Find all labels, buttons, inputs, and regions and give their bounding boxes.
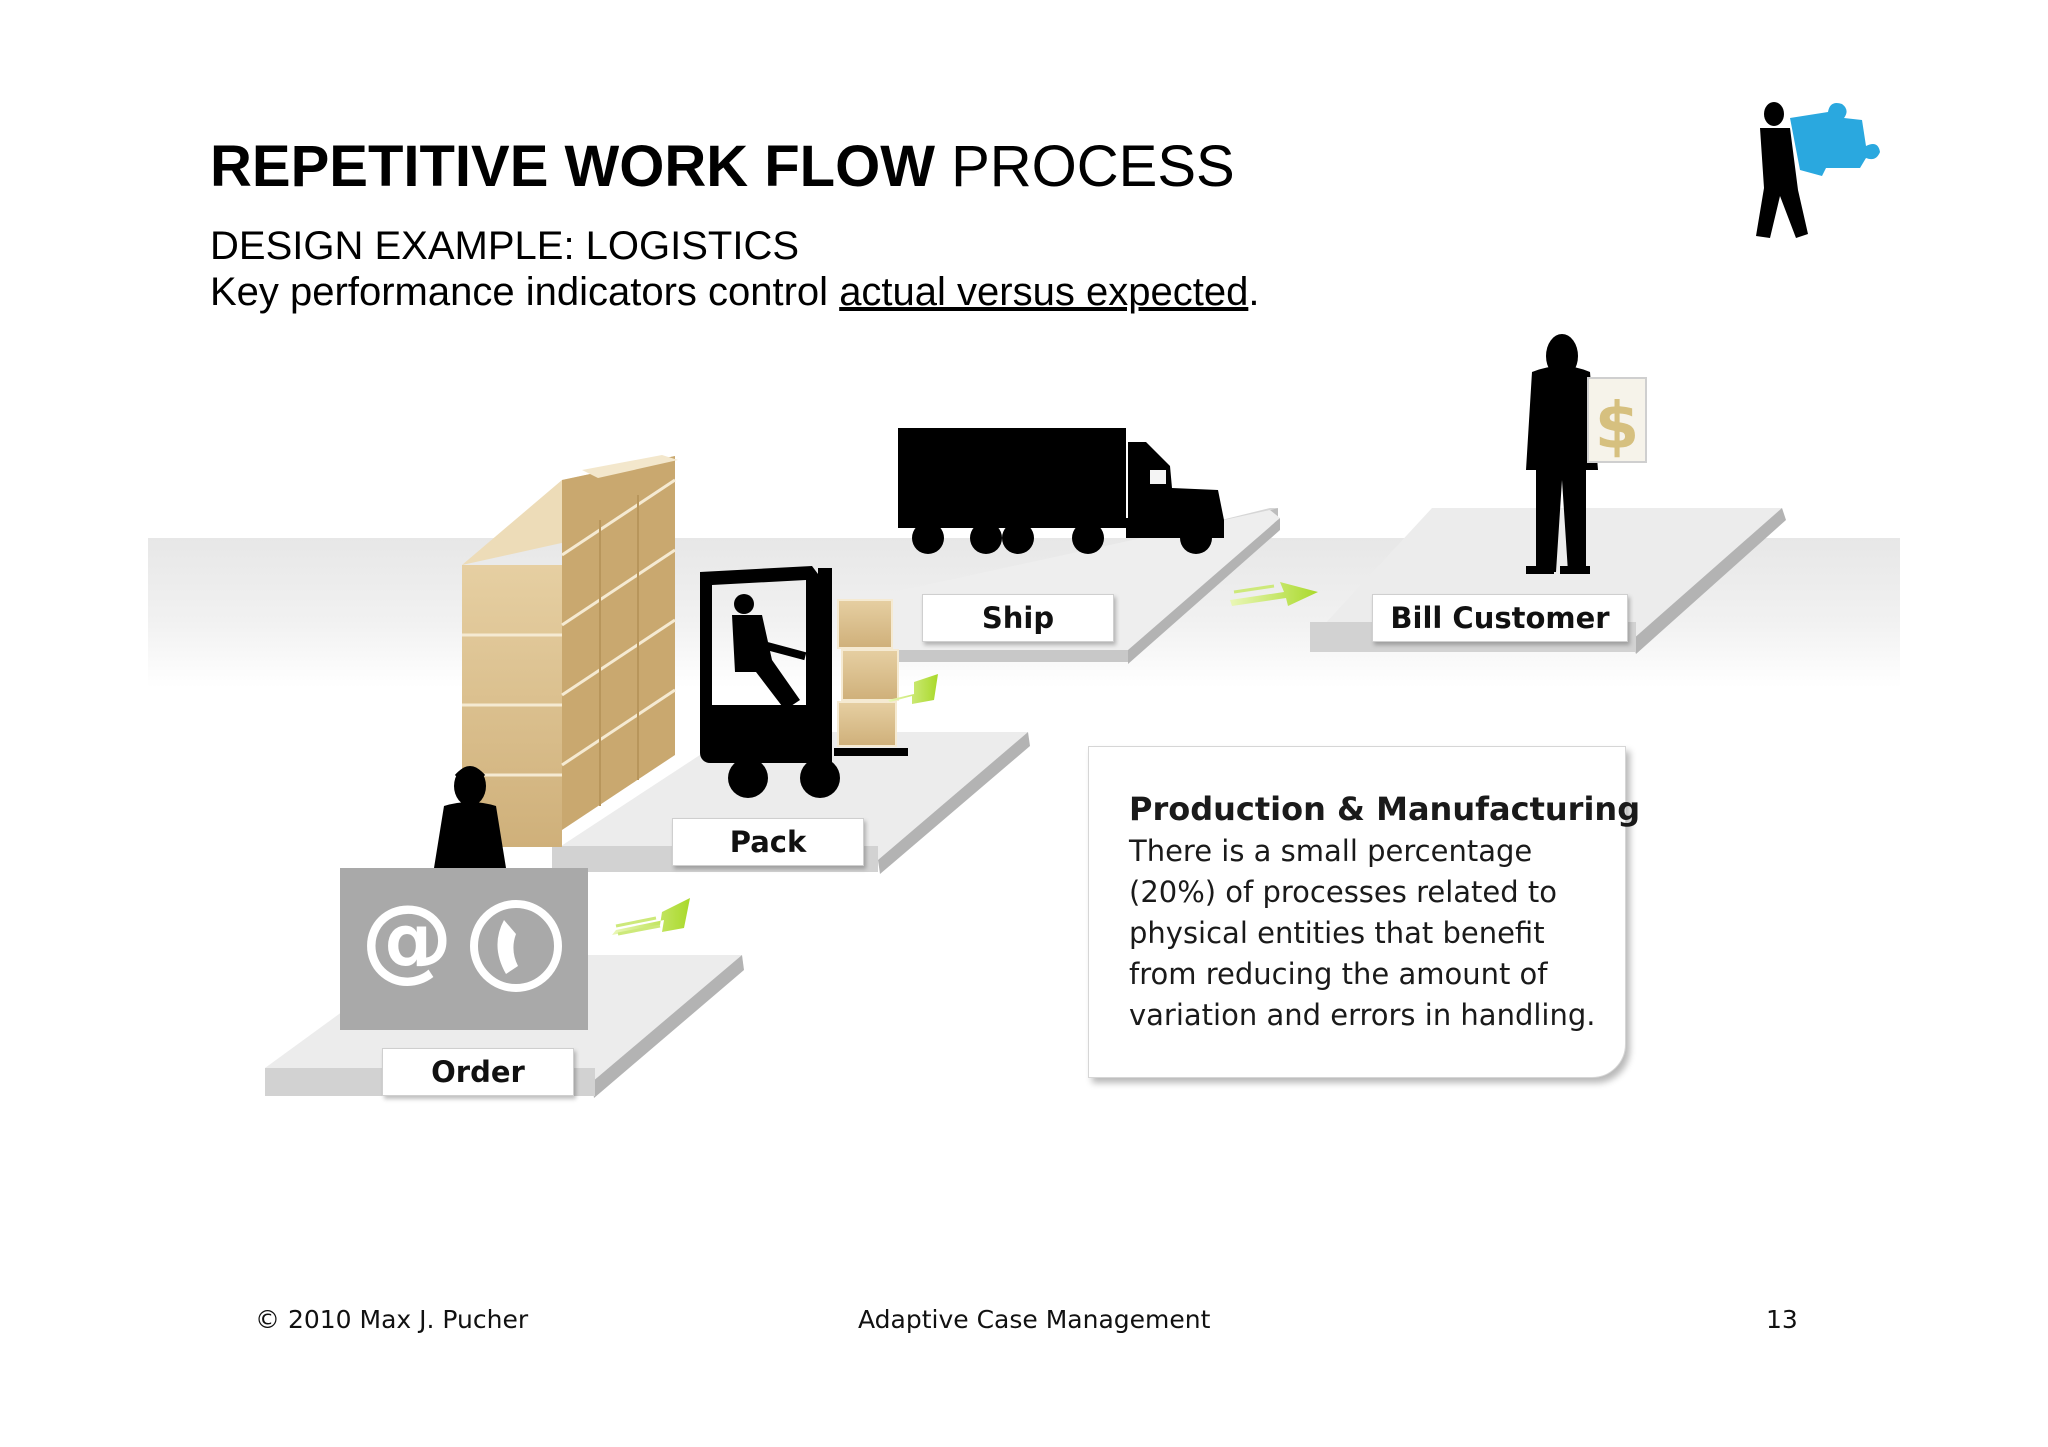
step-label-pack: Pack <box>672 818 864 866</box>
info-box: Production & Manufacturing There is a sm… <box>1088 746 1641 1078</box>
contact-panel: @ <box>340 868 588 1030</box>
step-label-bill-customer: Bill Customer <box>1372 594 1628 642</box>
phone-icon <box>470 900 562 992</box>
truck-icon <box>898 428 1224 554</box>
businessman-icon <box>1526 334 1598 574</box>
box-stack <box>462 455 678 847</box>
page-number: 13 <box>1766 1305 1798 1334</box>
title-bold: REPETITIVE WORK FLOW <box>210 134 935 199</box>
at-sign-icon: @ <box>361 885 453 992</box>
page-title: REPETITIVE WORK FLOW PROCESS <box>210 132 1235 202</box>
receptionist-icon <box>434 766 506 868</box>
forklift-boxes <box>837 599 899 747</box>
kpi-suffix: . <box>1248 270 1260 314</box>
footer-copyright: © 2010 Max J. Pucher <box>255 1305 529 1334</box>
kpi-prefix: Key performance indicators control <box>210 270 840 314</box>
info-heading: Production & Manufacturing <box>1129 790 1641 828</box>
svg-text:$: $ <box>1595 390 1640 464</box>
dollar-document-icon: $ <box>1587 377 1647 464</box>
kpi-line: Key performance indicators control actua… <box>210 268 1259 316</box>
title-rest: PROCESS <box>951 134 1235 199</box>
step-label-order: Order <box>382 1048 574 1096</box>
subtitle: DESIGN EXAMPLE: LOGISTICS <box>210 224 800 268</box>
forklift-icon <box>700 566 908 798</box>
kpi-underlined: actual versus expected <box>839 270 1249 314</box>
arrow-order-to-pack <box>612 898 690 936</box>
arrow-pack-to-ship <box>888 674 938 704</box>
step-label-ship: Ship <box>922 594 1114 642</box>
puzzle-carrier-logo <box>1756 102 1880 238</box>
footer-center: Adaptive Case Management <box>858 1305 1211 1334</box>
arrow-ship-to-bill <box>1230 582 1318 606</box>
info-body: There is a small percentage (20%) of pro… <box>1129 834 1596 1032</box>
